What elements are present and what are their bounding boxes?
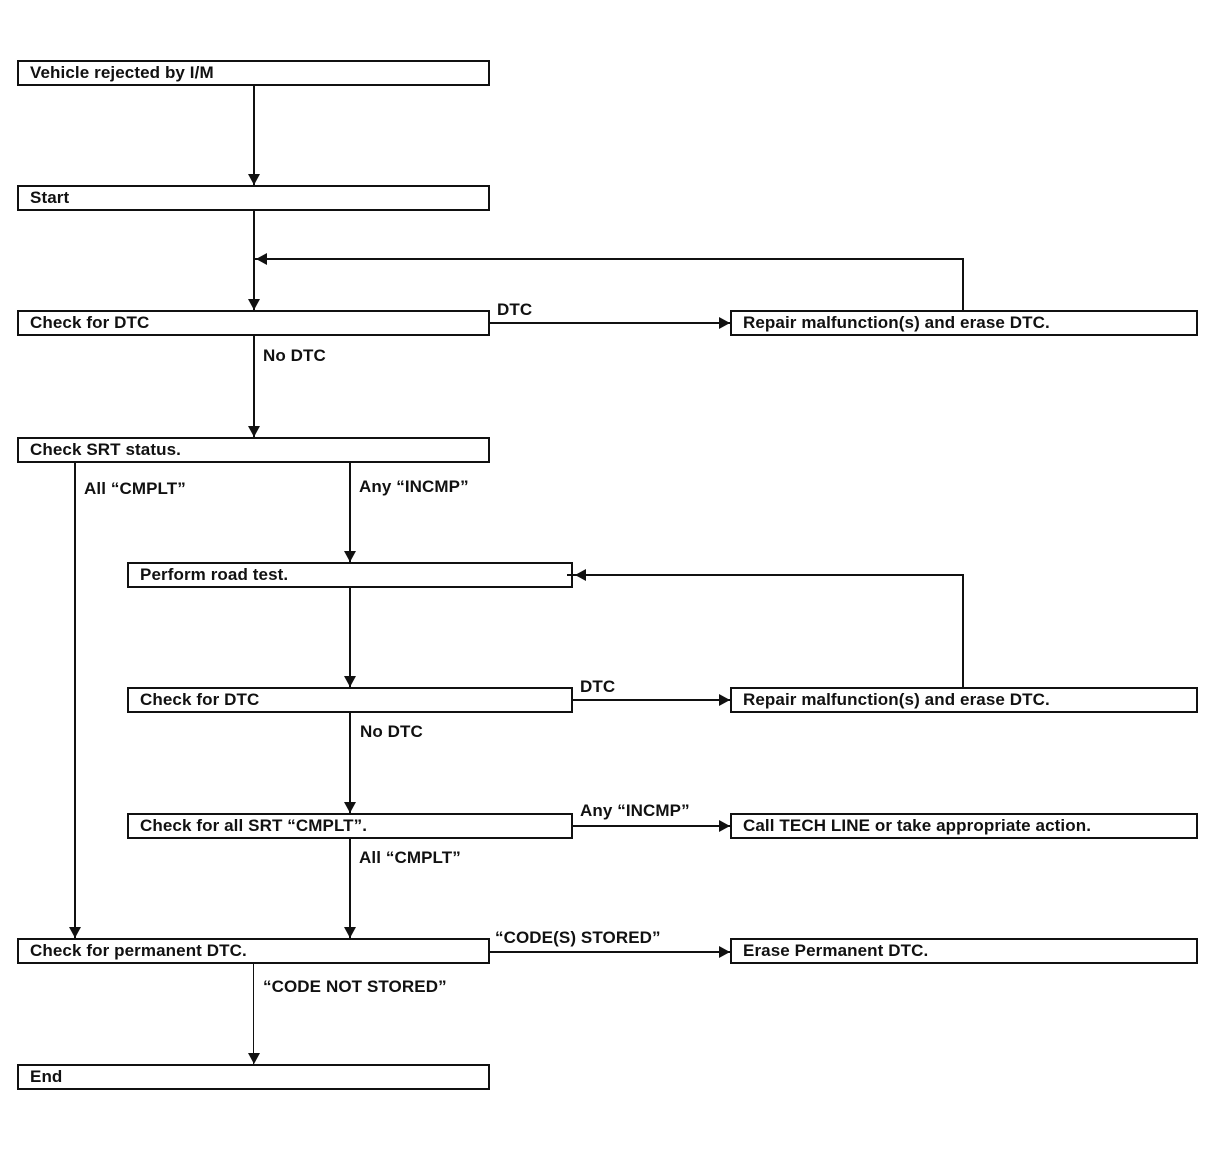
edge-label-no-dtc-2: No DTC	[360, 722, 423, 741]
flow-node-end: End	[17, 1064, 490, 1090]
arrowhead-right	[719, 317, 730, 329]
arrowhead-down	[69, 927, 81, 938]
flow-node-check-all-srt-cmplt: Check for all SRT “CMPLT”.	[127, 813, 573, 839]
arrowhead-left	[575, 569, 586, 581]
flow-node-label: Check for permanent DTC.	[30, 941, 247, 960]
flow-node-check-srt-status: Check SRT status.	[17, 437, 490, 463]
flow-node-label: End	[30, 1067, 63, 1086]
arrowhead-down	[248, 426, 260, 437]
flow-node-erase-permanent-dtc: Erase Permanent DTC.	[730, 938, 1198, 964]
flow-line	[349, 463, 351, 562]
flow-node-label: Call TECH LINE or take appropriate actio…	[743, 816, 1092, 835]
arrowhead-right	[719, 946, 730, 958]
flow-node-label: Check for DTC	[30, 313, 150, 332]
flow-line	[253, 336, 255, 437]
arrowhead-down	[344, 802, 356, 813]
edge-label-dtc-1: DTC	[497, 300, 533, 319]
flow-node-repair-erase-1: Repair malfunction(s) and erase DTC.	[730, 310, 1198, 336]
flow-node-repair-erase-2: Repair malfunction(s) and erase DTC.	[730, 687, 1198, 713]
flow-node-check-dtc-1: Check for DTC	[17, 310, 490, 336]
flow-node-label: Start	[30, 188, 70, 207]
flow-line	[490, 322, 730, 324]
arrowhead-down	[248, 1053, 260, 1064]
flow-line	[349, 713, 351, 813]
flow-line	[573, 825, 730, 827]
flow-line	[573, 699, 730, 701]
flow-node-start: Start	[17, 185, 490, 211]
edge-label-code-not-stored: “CODE NOT STORED”	[263, 977, 447, 996]
flow-node-label: Vehicle rejected by I/M	[30, 63, 214, 82]
edge-label-dtc-2: DTC	[580, 677, 616, 696]
flow-line	[253, 86, 255, 185]
flow-line	[349, 839, 351, 938]
edge-label-no-dtc-1: No DTC	[263, 346, 326, 365]
arrowhead-down	[248, 174, 260, 185]
flow-node-call-tech-line: Call TECH LINE or take appropriate actio…	[730, 813, 1198, 839]
flow-line	[255, 258, 963, 260]
edge-label-all-cmplt-2: All “CMPLT”	[359, 848, 461, 867]
flow-node-label: Check for all SRT “CMPLT”.	[140, 816, 368, 835]
edge-label-any-incmp-1: Any “INCMP”	[359, 477, 469, 496]
arrowhead-down	[344, 676, 356, 687]
arrowhead-down	[248, 299, 260, 310]
flow-line	[253, 964, 254, 1064]
arrowhead-down	[344, 927, 356, 938]
flow-node-perform-road-test: Perform road test.	[127, 562, 573, 588]
flow-node-label: Perform road test.	[140, 565, 289, 584]
arrowhead-right	[719, 820, 730, 832]
flow-line	[74, 463, 76, 938]
flow-node-check-dtc-2: Check for DTC	[127, 687, 573, 713]
flow-node-label: Repair malfunction(s) and erase DTC.	[743, 313, 1050, 332]
flow-node-label: Check SRT status.	[30, 440, 181, 459]
arrowhead-right	[719, 694, 730, 706]
flow-node-vehicle-rejected: Vehicle rejected by I/M	[17, 60, 490, 86]
flow-node-check-permanent-dtc: Check for permanent DTC.	[17, 938, 490, 964]
flow-line	[349, 588, 351, 687]
flow-node-label: Check for DTC	[140, 690, 260, 709]
edge-label-codes-stored: “CODE(S) STORED”	[495, 928, 661, 947]
edge-label-any-incmp-2: Any “INCMP”	[580, 801, 690, 820]
flow-line	[567, 574, 963, 576]
edge-label-all-cmplt-1: All “CMPLT”	[84, 479, 186, 498]
flow-line	[962, 258, 964, 312]
flow-line	[490, 951, 730, 953]
flow-line	[253, 211, 255, 310]
flow-node-label: Erase Permanent DTC.	[743, 941, 929, 960]
flow-line	[962, 574, 964, 687]
arrowhead-left	[256, 253, 267, 265]
flow-node-label: Repair malfunction(s) and erase DTC.	[743, 690, 1050, 709]
arrowhead-down	[344, 551, 356, 562]
